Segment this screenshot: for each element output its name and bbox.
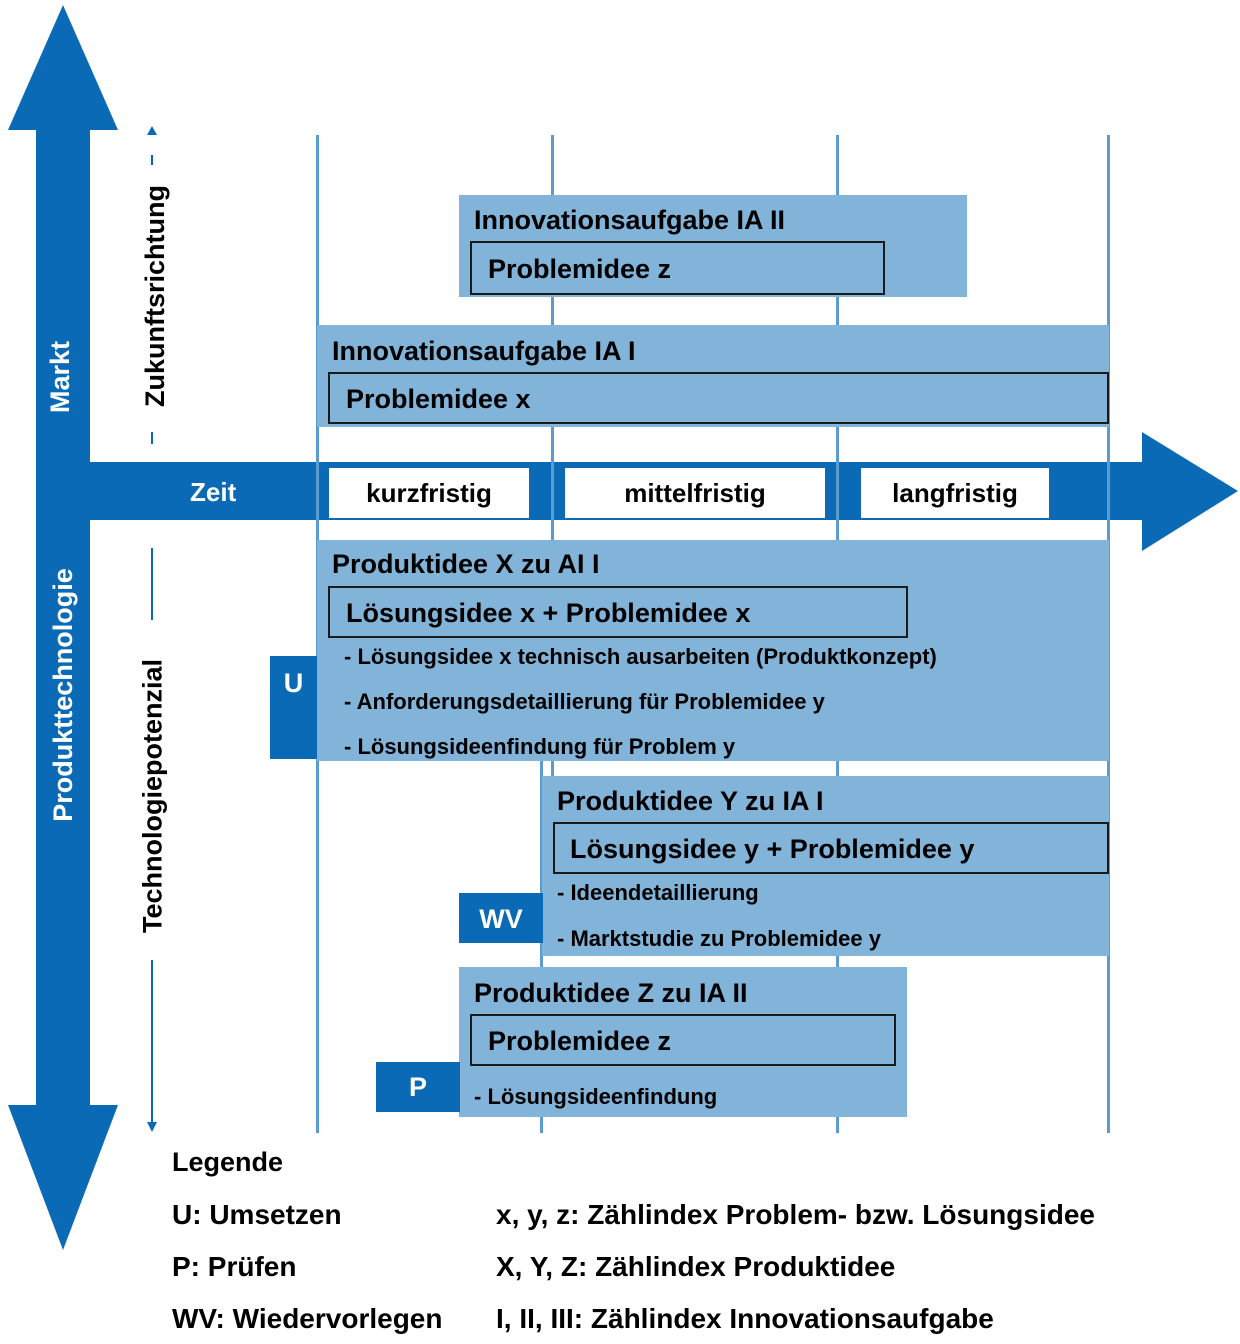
px-item-3: - Lösungsideenfindung für Problem y xyxy=(344,734,736,759)
pz-box xyxy=(470,1014,896,1066)
px-band xyxy=(317,540,1109,761)
legend-right-2: X, Y, Z: Zählindex Produktidee xyxy=(496,1251,896,1282)
py-box-text: Lösungsidee y + Problemidee y xyxy=(570,834,975,864)
zukunftsrichtung-label: Zukunftsrichtung xyxy=(140,185,170,407)
vertical-axis-arrow xyxy=(8,5,118,1250)
px-tag-text: U xyxy=(283,668,304,698)
technologiepotenzial-label: Technologiepotenzial xyxy=(137,659,168,934)
pz-tag-p xyxy=(376,1062,460,1112)
legend-left-2: P: Prüfen xyxy=(172,1251,297,1282)
legend-title: Legende xyxy=(172,1147,284,1177)
grid-line-2 xyxy=(551,135,554,785)
legend-right-3: I, II, III: Zählindex Innovationsaufgabe xyxy=(496,1303,994,1334)
ia2-title: Innovationsaufgabe IA II xyxy=(474,205,786,235)
legend-right-1: x, y, z: Zählindex Problem- bzw. Lösungs… xyxy=(496,1199,1095,1230)
ia2-box-text: Problemidee z xyxy=(488,254,672,284)
px-box xyxy=(328,586,908,638)
legend-left-3: WV: Wiedervorlegen xyxy=(172,1303,443,1334)
py-tag-text: WV xyxy=(479,904,523,934)
px-item-2: - Anforderungsdetaillierung für Problemi… xyxy=(344,689,825,714)
pz-tag-text: P xyxy=(408,1072,427,1102)
px-item-1: - Lösungsidee x technisch ausarbeiten (P… xyxy=(344,644,937,669)
period-langfristig: langfristig xyxy=(861,468,1049,518)
markt-label: Markt xyxy=(45,340,75,414)
ia1-box-text: Problemidee x xyxy=(346,384,531,414)
py-box xyxy=(553,822,1109,874)
pz-box-text: Problemidee z xyxy=(488,1026,672,1056)
pz-title: Produktidee Z zu IA II xyxy=(474,978,748,1008)
produkttechnologie-label: Produkttechnologie xyxy=(48,568,78,822)
ia2-box xyxy=(470,241,885,295)
grid-line-2b xyxy=(540,760,543,1133)
ia1-box xyxy=(328,372,1109,424)
px-title: Produktidee X zu AI I xyxy=(332,549,600,579)
zeit-label: Zeit xyxy=(190,477,237,507)
py-title: Produktidee Y zu IA I xyxy=(557,786,824,816)
py-tag-wv xyxy=(459,893,543,943)
py-item-1: - Ideendetaillierung xyxy=(557,880,759,905)
period-mittelfristig: mittelfristig xyxy=(565,468,825,518)
px-tag-u xyxy=(270,656,317,759)
ia1-title: Innovationsaufgabe IA I xyxy=(332,336,636,366)
py-item-2: - Marktstudie zu Problemidee y xyxy=(557,926,881,951)
px-box-text: Lösungsidee x + Problemidee x xyxy=(346,598,751,628)
period-kurzfristig: kurzfristig xyxy=(329,468,529,518)
legend-left-1: U: Umsetzen xyxy=(172,1199,342,1230)
pz-item-1: - Lösungsideenfindung xyxy=(474,1084,718,1109)
